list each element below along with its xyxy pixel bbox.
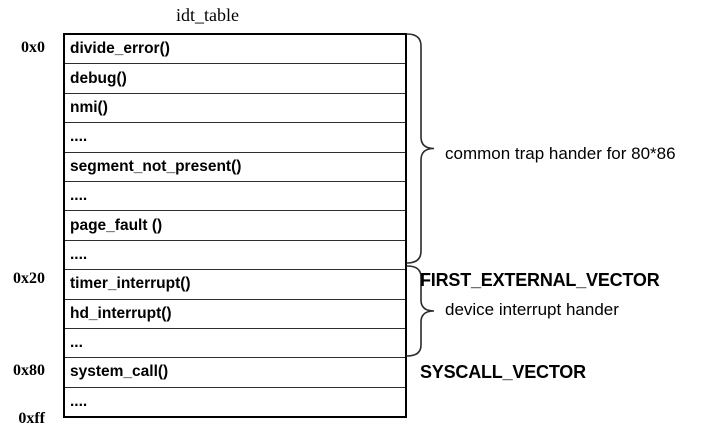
table-row: system_call() [65, 358, 405, 388]
table-row: .... [65, 123, 405, 153]
table-row: ... [65, 329, 405, 359]
brace-trap-handlers-icon [406, 33, 435, 264]
row-label: system_call() [70, 363, 169, 381]
brace-device-interrupts-icon [406, 265, 435, 357]
table-row: divide_error() [65, 35, 405, 65]
row-label: segment_not_present() [70, 157, 242, 175]
table-row: .... [65, 182, 405, 212]
table-row: .... [65, 388, 405, 416]
table-row: .... [65, 241, 405, 271]
idt-table: divide_error() debug() nmi().... segment_no… [63, 33, 407, 418]
diagram-title: idt_table [176, 5, 239, 25]
row-label: timer_interrupt() [70, 275, 191, 293]
row-label: nmi() [70, 98, 108, 116]
table-row: nmi() [65, 94, 405, 124]
table-row: page_fault () [65, 211, 405, 241]
syscall-vector-label: SYSCALL_VECTOR [420, 362, 586, 382]
table-row: hd_interrupt() [65, 300, 405, 329]
address-label-0x80: 0x80 [13, 362, 45, 379]
row-label: .... [70, 245, 88, 263]
table-row: debug() [65, 64, 405, 94]
device-interrupts-label: device interrupt hander [445, 300, 619, 319]
row-label: .... [70, 128, 88, 146]
address-label-0x0: 0x0 [21, 39, 45, 56]
row-label: debug() [70, 69, 127, 87]
table-row: timer_interrupt() [65, 270, 405, 300]
address-label-0xff: 0xff [18, 410, 45, 427]
row-label: .... [70, 392, 88, 410]
table-row: segment_not_present() [65, 153, 405, 182]
row-label: page_fault () [70, 216, 163, 234]
row-label: divide_error() [70, 40, 170, 58]
address-label-0x20: 0x20 [13, 270, 45, 287]
first-external-vector-label: FIRST_EXTERNAL_VECTOR [420, 270, 660, 290]
row-label: .... [70, 187, 88, 205]
row-label: hd_interrupt() [70, 304, 172, 322]
row-label: ... [70, 334, 83, 352]
trap-handlers-label: common trap hander for 80*86 [445, 144, 676, 163]
